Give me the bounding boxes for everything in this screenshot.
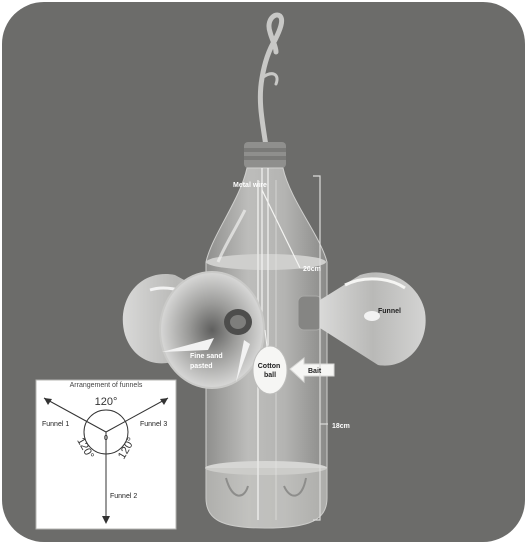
- length-upper-label: 20cm: [303, 266, 321, 273]
- front-funnel: [160, 272, 264, 388]
- inset-funnel-1: Funnel 1: [42, 421, 69, 428]
- inset-funnel-2: Funnel 2: [110, 493, 137, 500]
- inset-title: Arrangement of funnels: [70, 382, 143, 389]
- metal-wire-label: Metal wire: [233, 182, 267, 189]
- funnel-arrangement-inset: Arrangement of funnels 120° 120° 120° 0 …: [36, 380, 176, 529]
- inset-funnel-3: Funnel 3: [140, 421, 167, 428]
- funnel-label: Funnel: [378, 308, 401, 315]
- inset-center: 0: [104, 435, 108, 442]
- inset-angle-top: 120°: [95, 396, 118, 408]
- length-lower-label: 18cm: [332, 423, 350, 430]
- bait-label: Bait: [308, 368, 322, 375]
